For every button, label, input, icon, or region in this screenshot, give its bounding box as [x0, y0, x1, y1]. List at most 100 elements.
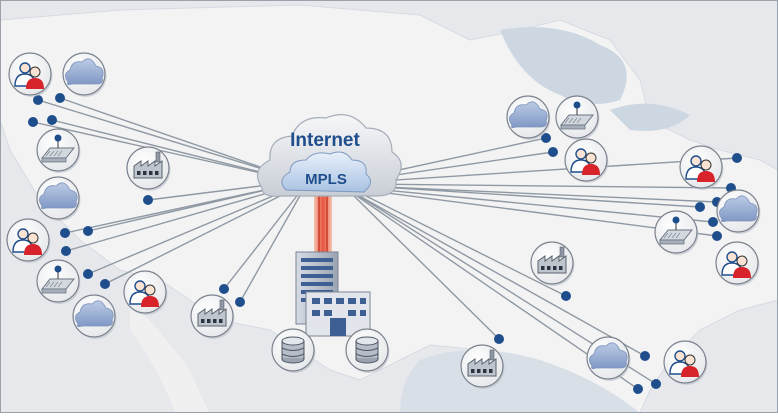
endpoint-dot[interactable] [235, 297, 245, 307]
factory-icon [197, 299, 227, 327]
west-cloud-middle-node[interactable] [36, 176, 81, 221]
southwest-factory-node[interactable] [190, 294, 235, 339]
users-icon [12, 228, 42, 255]
users-icon [129, 280, 159, 307]
users-icon [721, 251, 751, 278]
west-users-top-node[interactable] [8, 52, 53, 97]
mpls-cloud-shape [281, 151, 371, 193]
southeast-cloud-node[interactable] [586, 336, 631, 381]
database-icon [355, 336, 379, 364]
south-factory-node[interactable] [460, 344, 505, 389]
west-users-middle-node[interactable] [6, 218, 51, 263]
link-line [65, 185, 293, 252]
endpoint-dot[interactable] [494, 334, 504, 344]
endpoint-dot[interactable] [61, 246, 71, 256]
datacenter-building[interactable] [295, 251, 371, 337]
east-cloud-node[interactable] [716, 189, 761, 234]
link-line [32, 121, 293, 181]
link-line [363, 185, 701, 208]
endpoint-dot[interactable] [100, 279, 110, 289]
cloud-icon [589, 342, 628, 370]
cloud-icon [719, 195, 758, 223]
endpoint-dot[interactable] [651, 379, 661, 389]
central-factory-node[interactable] [530, 241, 575, 286]
endpoint-dot[interactable] [712, 231, 722, 241]
endpoint-dot[interactable] [55, 93, 65, 103]
east-users-bottom-node[interactable] [715, 241, 760, 286]
gulf-of-mexico [400, 350, 640, 413]
endpoint-dot[interactable] [143, 195, 153, 205]
endpoint-dot[interactable] [695, 202, 705, 212]
west-cloud-bottom-node[interactable] [72, 294, 117, 339]
endpoint-dot[interactable] [28, 117, 38, 127]
west-router-top-node[interactable] [36, 128, 81, 173]
cloud-icon [75, 300, 114, 328]
cloud-icon [39, 182, 78, 210]
endpoint-dot[interactable] [548, 147, 558, 157]
endpoint-dot[interactable] [83, 269, 93, 279]
link-line [355, 193, 646, 357]
datacenter-uplink [314, 190, 332, 260]
factory-icon [537, 246, 567, 274]
cloud-icon [65, 58, 104, 86]
link-line [87, 183, 293, 232]
router-icon [40, 134, 76, 163]
factory-icon [467, 349, 497, 377]
west-factory-top-node[interactable] [126, 146, 171, 191]
internet-cloud[interactable]: Internet MPLS [256, 114, 402, 197]
link-line [104, 189, 293, 285]
link-line [87, 187, 293, 275]
endpoint-dots [28, 93, 742, 394]
endpoint-dot[interactable] [33, 95, 43, 105]
users-icon [685, 155, 715, 182]
northeast-cloud-node[interactable] [506, 95, 551, 140]
mpls-label: MPLS [305, 171, 347, 188]
link-line [363, 185, 718, 203]
link-line [223, 191, 301, 290]
endpoint-dot[interactable] [732, 153, 742, 163]
east-router-node[interactable] [654, 210, 699, 255]
link-line [363, 183, 732, 189]
southeast-users-node[interactable] [663, 340, 708, 385]
nodes-layer [6, 52, 761, 389]
endpoint-dot[interactable] [60, 228, 70, 238]
datacenter-db-left-node[interactable] [271, 328, 316, 373]
factory-icon [133, 151, 163, 179]
cloud-icon [509, 101, 548, 129]
west-cloud-top-node[interactable] [62, 52, 107, 97]
users-icon [570, 148, 600, 175]
endpoint-dot[interactable] [633, 384, 643, 394]
link-line [363, 187, 714, 223]
link-line [239, 191, 303, 303]
users-icon [14, 62, 44, 89]
link-line [51, 119, 293, 181]
endpoint-dot[interactable] [561, 291, 571, 301]
link-line [59, 97, 293, 179]
link-line [363, 157, 738, 183]
database-icon [281, 336, 305, 364]
northeast-router-node[interactable] [555, 95, 600, 140]
link-line [351, 193, 500, 340]
great-lakes [500, 27, 690, 132]
router-icon [658, 216, 694, 245]
endpoint-dot[interactable] [640, 351, 650, 361]
link-line [37, 99, 293, 179]
router-icon [559, 101, 595, 130]
west-router-bottom-node[interactable] [36, 259, 81, 304]
link-line [357, 191, 567, 297]
endpoint-dot[interactable] [541, 133, 551, 143]
endpoint-dot[interactable] [708, 217, 718, 227]
router-icon [40, 265, 76, 294]
datacenter-db-right-node[interactable] [345, 328, 390, 373]
users-icon [669, 350, 699, 377]
baja-peninsula [130, 300, 210, 413]
endpoint-dot[interactable] [219, 284, 229, 294]
west-users-bottom-node[interactable] [123, 270, 168, 315]
northeast-users-node[interactable] [564, 138, 609, 183]
endpoint-dot[interactable] [47, 115, 57, 125]
east-users-top-node[interactable] [679, 145, 724, 190]
internet-label: Internet [290, 130, 360, 151]
endpoint-dot[interactable] [83, 226, 93, 236]
